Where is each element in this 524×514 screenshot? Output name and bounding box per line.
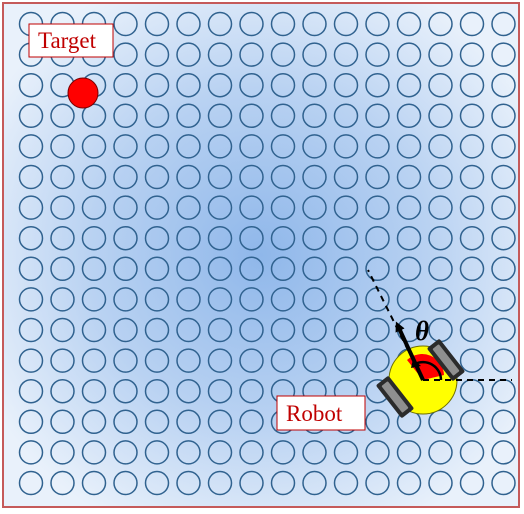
target-label-text: Target (38, 28, 97, 53)
target-dot-icon (68, 78, 98, 108)
theta-label: θ (415, 316, 429, 346)
target-label: Target (29, 24, 113, 57)
robot-label: Robot (277, 396, 365, 430)
robot-label-text: Robot (286, 401, 343, 426)
